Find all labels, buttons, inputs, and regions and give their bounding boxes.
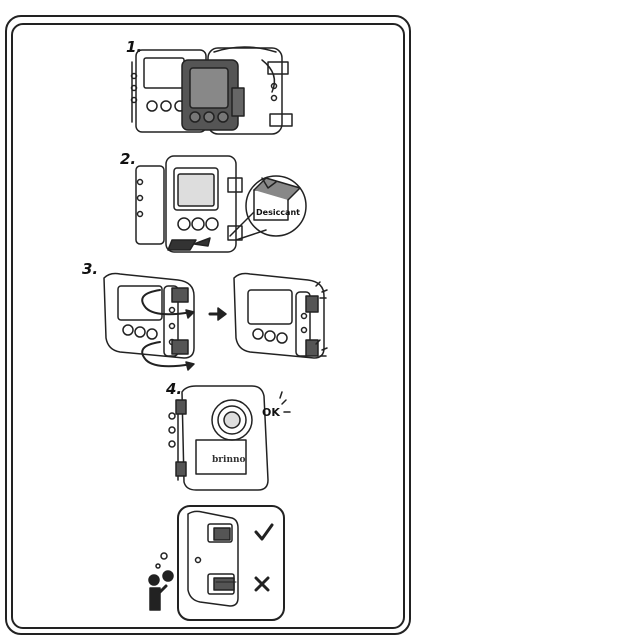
step-2-illustration (135, 155, 307, 253)
step-2-number: 2. (120, 150, 137, 168)
inner-frame (11, 23, 405, 629)
outer-frame (5, 15, 411, 635)
step-3-illustration (103, 272, 328, 371)
cross-icon (254, 576, 270, 592)
step-1-illustration (130, 46, 293, 135)
ok-label: OK (262, 406, 280, 419)
step-3-number: 3. (82, 260, 99, 278)
latch-check-panel (177, 505, 285, 621)
thinking-person-icon (148, 552, 174, 611)
step-4-illustration (168, 385, 291, 491)
desiccant-label: Desiccant (256, 208, 300, 217)
check-icon (254, 523, 274, 541)
step-4-number: 4. (166, 380, 183, 398)
brand-label: brinno (212, 455, 246, 465)
